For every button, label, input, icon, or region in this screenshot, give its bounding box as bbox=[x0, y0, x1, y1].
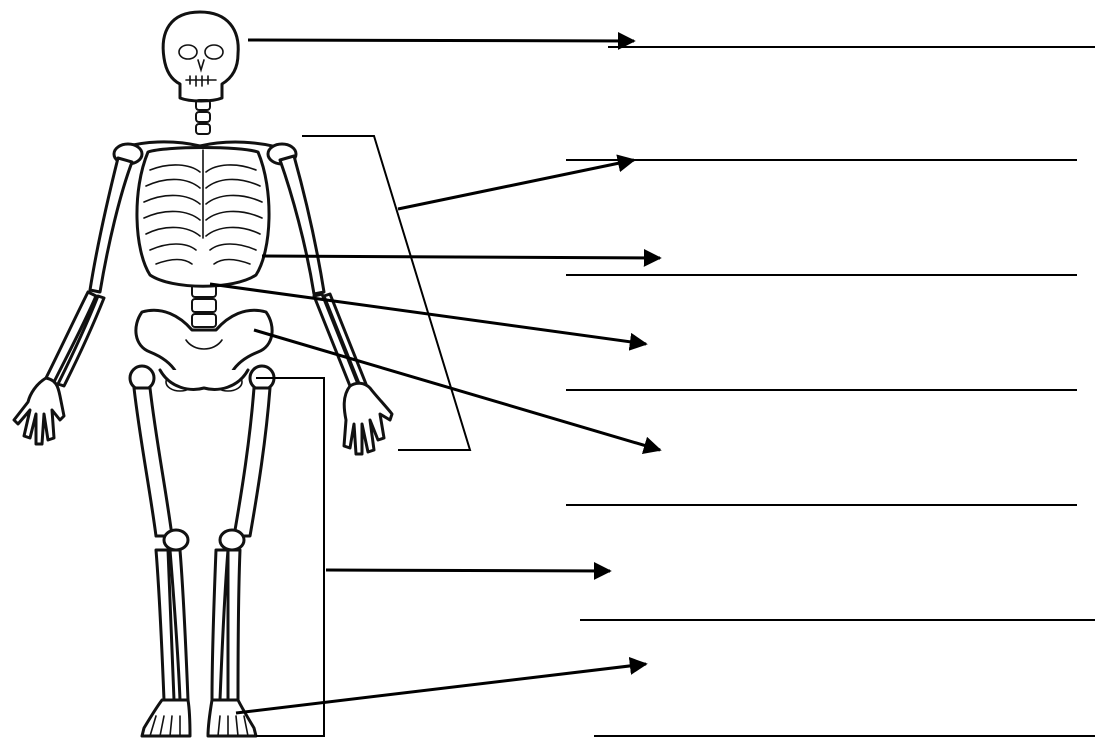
ribcage-pointer-arrow bbox=[262, 256, 660, 258]
right-leg bbox=[212, 366, 274, 700]
legs-pointer-arrow bbox=[326, 570, 610, 571]
arms-bracket bbox=[302, 136, 470, 450]
left-arm bbox=[46, 158, 132, 386]
left-leg bbox=[130, 366, 188, 700]
right-foot bbox=[208, 700, 256, 736]
skeleton-figure bbox=[14, 12, 392, 736]
left-hand bbox=[14, 378, 64, 444]
arms-pointer-arrow bbox=[398, 160, 634, 209]
feet-pointer-arrow bbox=[236, 664, 646, 713]
ribcage bbox=[137, 148, 269, 287]
right-hand bbox=[344, 383, 392, 454]
skull bbox=[163, 12, 238, 101]
pointer-arrows bbox=[210, 40, 660, 713]
skull-pointer-arrow bbox=[248, 40, 634, 41]
left-foot bbox=[142, 700, 190, 736]
answer-lines bbox=[566, 47, 1095, 736]
